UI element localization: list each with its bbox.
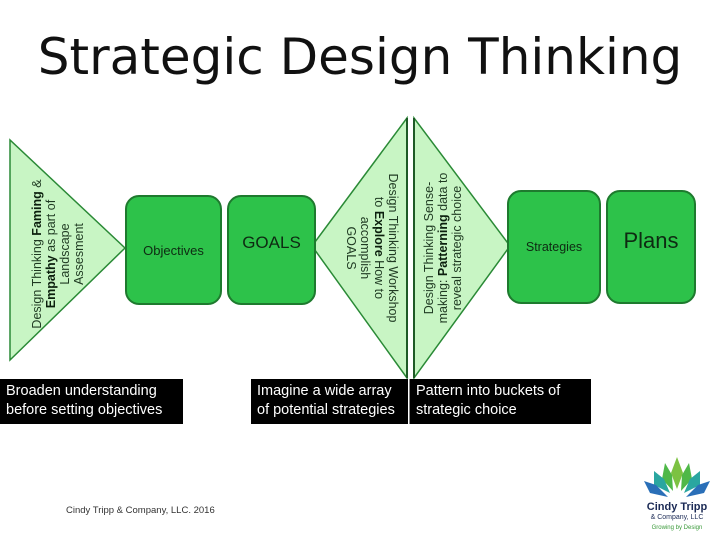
imagine-caption: Imagine a wide array of potential strate… bbox=[251, 379, 408, 424]
logo-company: & Company, LLC bbox=[650, 514, 704, 521]
objectives-label: Objectives bbox=[143, 242, 204, 258]
goals-box: GOALS bbox=[227, 195, 316, 305]
framing-triangle bbox=[9, 138, 127, 362]
strategies-box: Strategies bbox=[507, 190, 601, 304]
pattern-caption: Pattern into buckets of strategic choice bbox=[409, 379, 591, 424]
company-logo: Cindy Tripp & Company, LLC Growing by De… bbox=[640, 455, 714, 537]
goals-label: GOALS bbox=[242, 233, 301, 252]
framing-triangle-text: Design Thinking Faming & Empathy as part… bbox=[30, 179, 86, 329]
objectives-box: Objectives bbox=[125, 195, 222, 305]
plans-label: Plans bbox=[623, 228, 679, 253]
explore-diamond-text: Design Thinking Workshop to Explore How … bbox=[344, 173, 400, 323]
lotus-icon bbox=[644, 457, 710, 497]
patterning-diamond-text: Design Thinking Sense- making: Patternin… bbox=[422, 172, 464, 324]
footer-copyright: Cindy Tripp & Company, LLC. 2016 bbox=[66, 505, 215, 516]
plans-box: Plans bbox=[606, 190, 696, 304]
strategies-label: Strategies bbox=[525, 240, 583, 254]
logo-tagline: Growing by Design bbox=[651, 525, 703, 531]
broaden-caption: Broaden understanding before setting obj… bbox=[0, 379, 183, 424]
logo-name: Cindy Tripp bbox=[646, 501, 708, 513]
page-title: Strategic Design Thinking bbox=[37, 28, 683, 86]
